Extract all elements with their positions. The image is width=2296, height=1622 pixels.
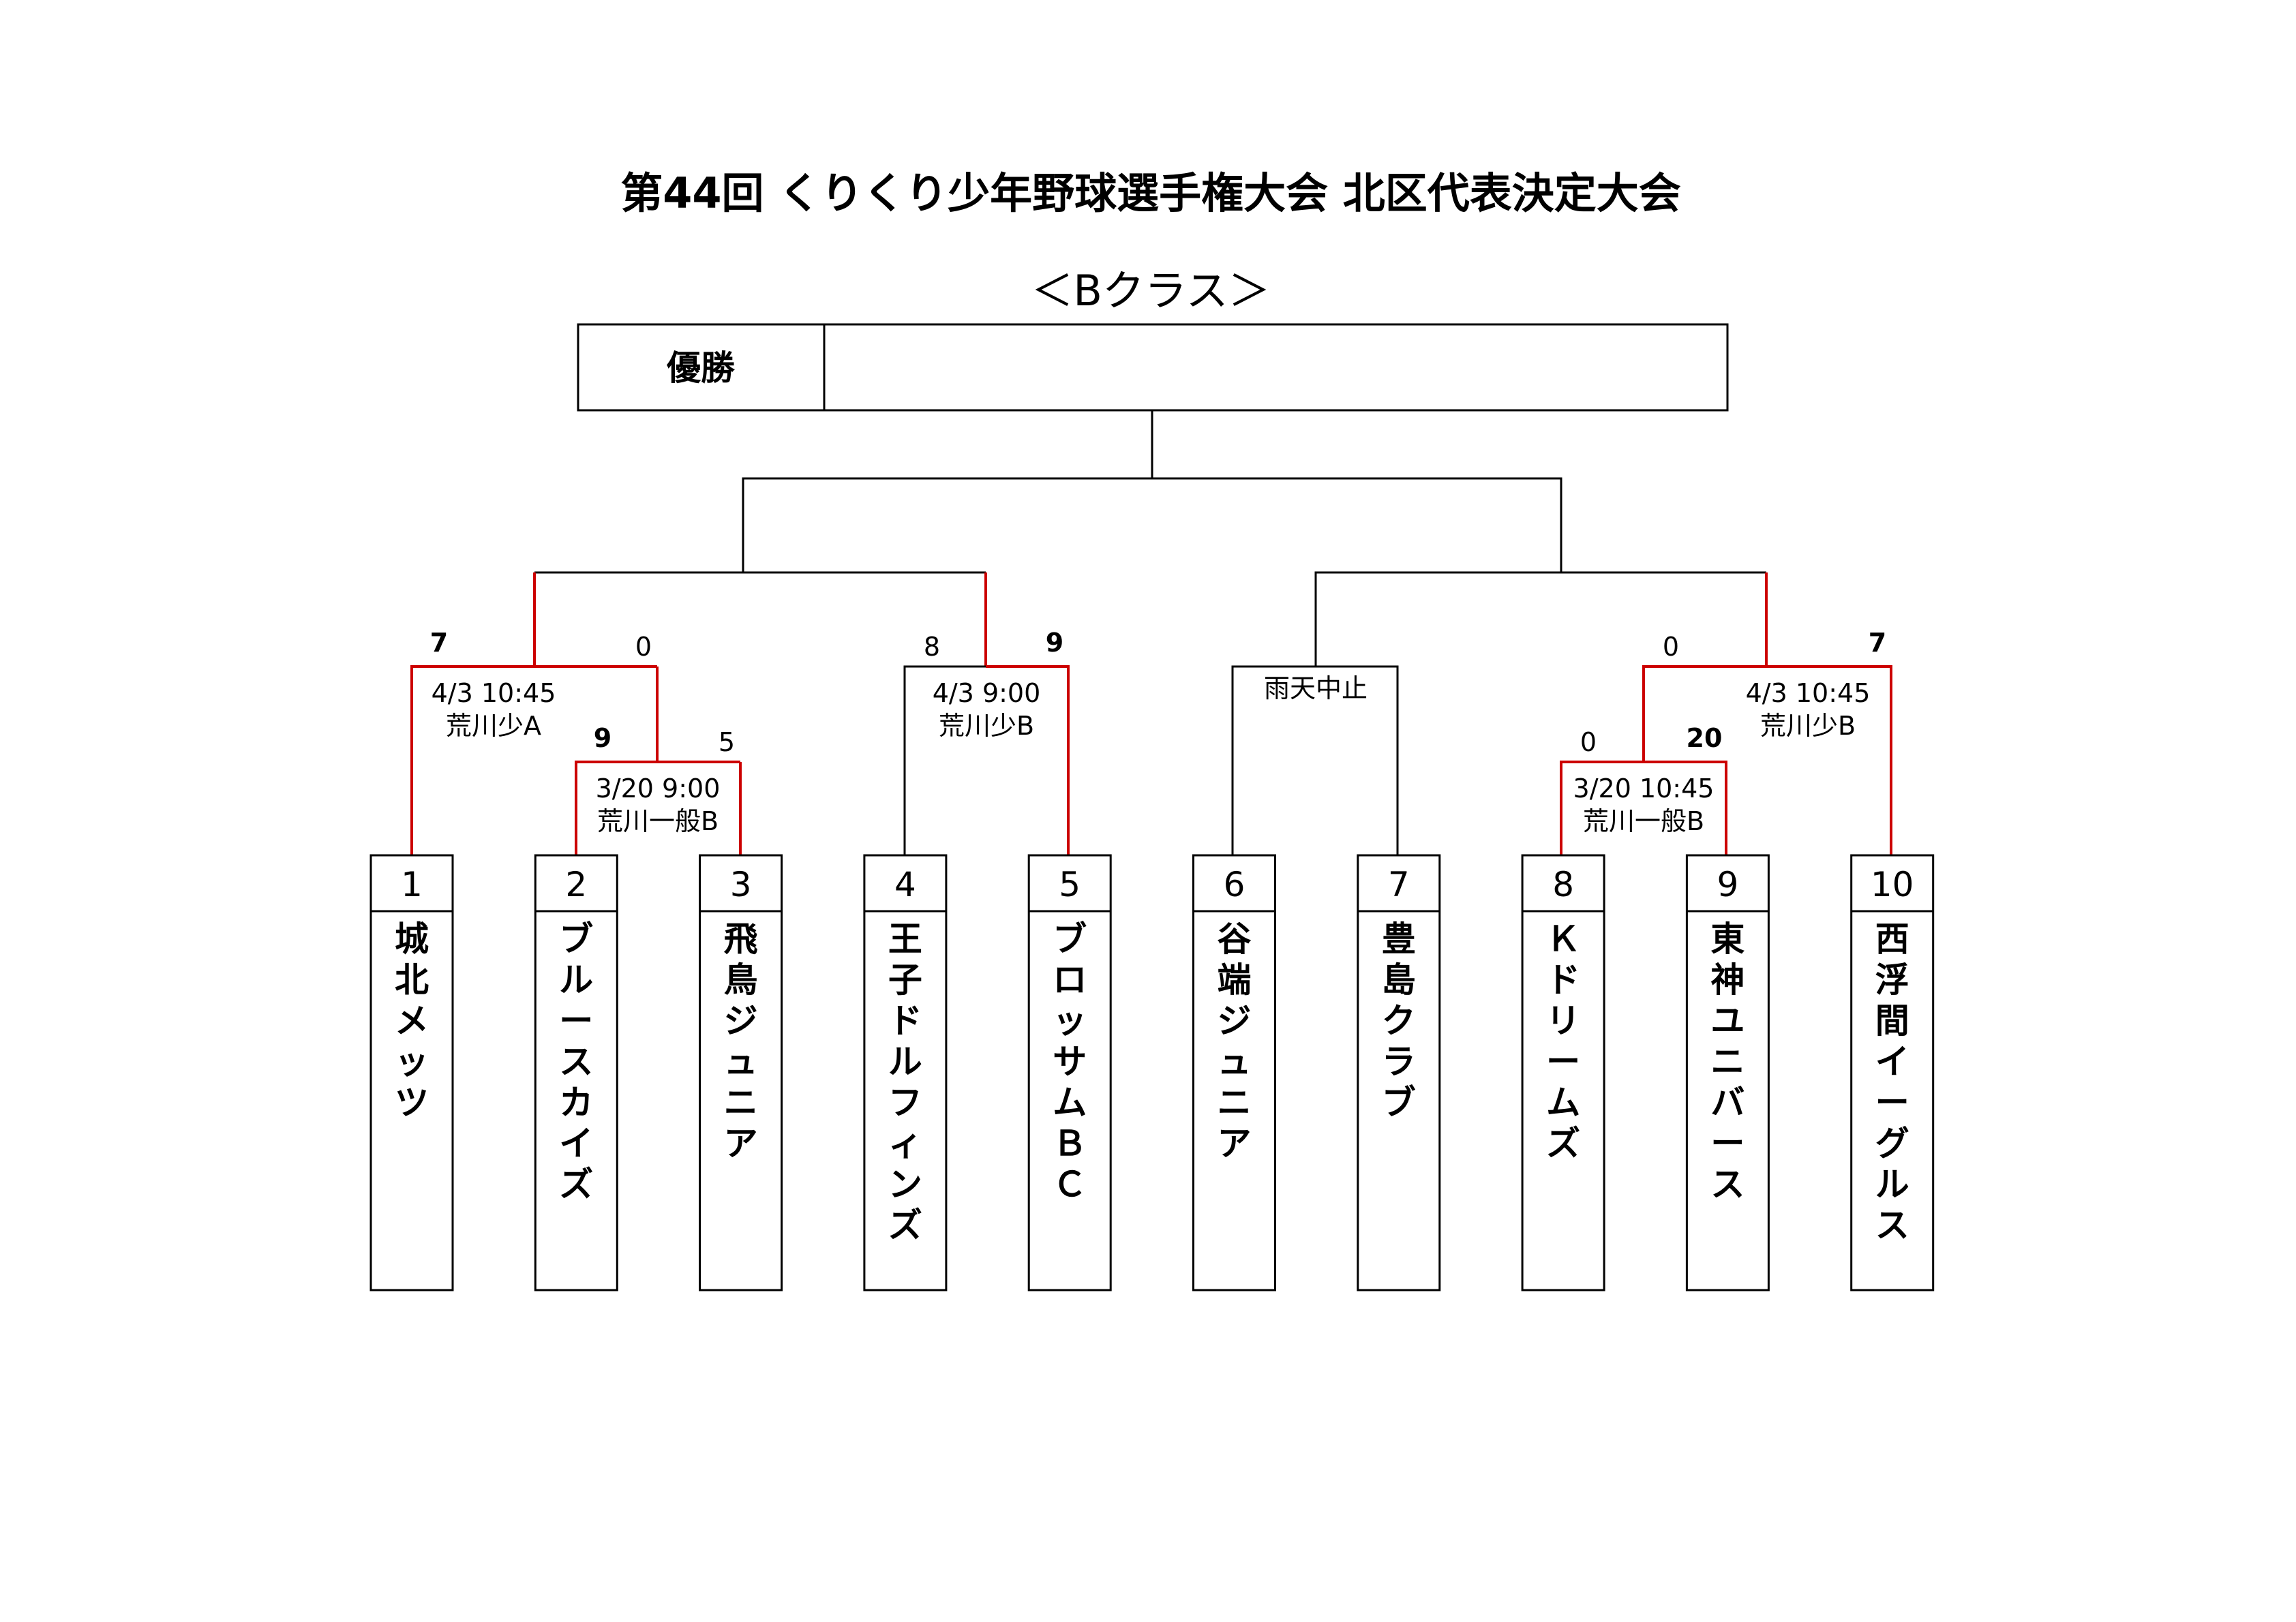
team-name: 飛鳥ジュニア <box>724 919 758 1163</box>
bracket-lines <box>410 410 1892 855</box>
team-number: 7 <box>1388 865 1410 904</box>
team-box-frame <box>1027 854 1112 1291</box>
team-name: 谷端ジュニア <box>1218 919 1252 1163</box>
m89-score-left: 0 <box>1580 727 1597 757</box>
team-name: Ｋドリームズ <box>1546 919 1580 1163</box>
team-name: ブルースカイズ <box>559 919 593 1204</box>
m1w-winner-path <box>410 665 657 855</box>
team-number: 1 <box>401 865 423 904</box>
m1w-date: 4/3 10:45 <box>432 678 556 708</box>
m23-score-left: 9 <box>594 723 611 753</box>
m89-date: 3/20 10:45 <box>1573 774 1715 804</box>
team-name: 王子ドルフィンズ <box>888 919 922 1245</box>
m89-venue: 荒川一般B <box>1583 806 1704 836</box>
champion-frame <box>577 323 1729 412</box>
team-box: 5 ブロッサムＢＣ <box>1027 854 1112 1291</box>
m45-winner-path <box>986 665 1070 855</box>
m89-score-right: 20 <box>1687 723 1723 753</box>
mw10-score-right: 7 <box>1869 628 1886 658</box>
m45-score-right: 9 <box>1046 628 1063 658</box>
m45-date: 4/3 9:00 <box>933 678 1041 708</box>
team-box-frame <box>863 854 948 1291</box>
team-name: 豊島クラブ <box>1382 919 1416 1122</box>
team-number: 4 <box>894 865 916 904</box>
m67-note: 雨天中止 <box>1264 673 1368 703</box>
page-title: 第44回 くりくり少年野球選手権大会 北区代表決定大会 <box>620 168 1680 218</box>
m23-venue: 荒川一般B <box>597 806 719 836</box>
m23-date: 3/20 9:00 <box>596 774 721 804</box>
team-box: 2 ブルースカイズ <box>534 854 618 1291</box>
team-name: 西浮間イーグルス <box>1875 919 1909 1245</box>
team-box: 10 西浮間イーグルス <box>1850 854 1935 1291</box>
team-box: 1 城北メッツ <box>369 854 454 1291</box>
m1w-venue: 荒川少A <box>446 711 541 741</box>
team-box-frame <box>699 854 783 1291</box>
team-box: 7 豊島クラブ <box>1357 854 1441 1291</box>
team-number: 2 <box>565 865 587 904</box>
team-number: 10 <box>1871 865 1914 904</box>
semi-right-bracket <box>1314 571 1766 667</box>
team-number: 3 <box>730 865 752 904</box>
final-bracket <box>742 477 1562 572</box>
team-number: 6 <box>1224 865 1245 904</box>
m1w-score-right: 0 <box>635 632 652 662</box>
team-name: 東神ユニバース <box>1710 919 1744 1204</box>
mw10-bracket <box>1642 665 1892 855</box>
match-info: 7 0 4/3 10:45 荒川少A 9 5 3/20 9:00 荒川一般B 8… <box>430 628 1886 836</box>
m1w-score-left: 7 <box>430 628 448 658</box>
m23-winner-path <box>575 761 740 855</box>
team-box-frame <box>369 854 454 1291</box>
team-box: 9 東神ユニバース <box>1685 854 1770 1291</box>
team-box: 3 飛鳥ジュニア <box>699 854 783 1291</box>
team-box-frame <box>534 854 618 1291</box>
team-box-frame <box>1357 854 1441 1291</box>
team-number: 9 <box>1717 865 1738 904</box>
champion-box: 優勝 <box>577 323 1729 412</box>
mw10-score-left: 0 <box>1663 632 1679 662</box>
team-number: 8 <box>1552 865 1574 904</box>
m45-venue: 荒川少B <box>939 711 1034 741</box>
m45-score-left: 8 <box>924 632 940 662</box>
team-box-frame <box>1192 854 1276 1291</box>
team-list: 1 城北メッツ 2 ブルースカイズ 3 飛鳥ジュニア 4 王子ドルフィンズ 5 ブロッサムＢＣ 6 谷… <box>369 854 1935 1291</box>
team-number: 5 <box>1059 865 1081 904</box>
team-name: 城北メッツ <box>395 919 429 1122</box>
team-box-frame <box>1850 854 1935 1291</box>
m23-score-right: 5 <box>719 727 735 757</box>
team-box: 6 谷端ジュニア <box>1192 854 1276 1291</box>
team-box-frame <box>1685 854 1770 1291</box>
team-name: ブロッサムＢＣ <box>1053 919 1087 1204</box>
champion-label: 優勝 <box>666 348 736 388</box>
class-subtitle: ＜Bクラス＞ <box>1031 266 1270 316</box>
team-box: 4 王子ドルフィンズ <box>863 854 948 1291</box>
mw10-venue: 荒川少B <box>1760 711 1856 741</box>
team-box-frame <box>1521 854 1605 1291</box>
m45-loser-path <box>903 665 986 855</box>
mw10-date: 4/3 10:45 <box>1746 678 1871 708</box>
